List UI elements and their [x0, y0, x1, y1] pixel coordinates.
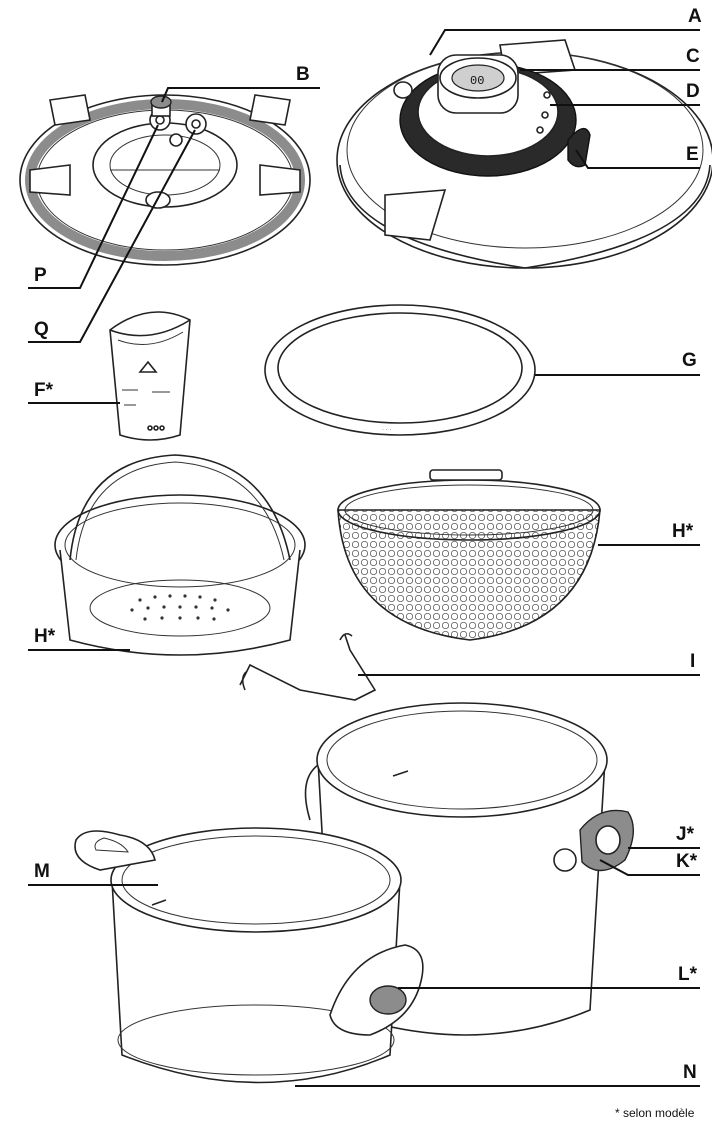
- label-b: B: [296, 64, 310, 85]
- label-e: E: [686, 144, 699, 165]
- label-h-left: H*: [34, 626, 56, 647]
- label-d: D: [686, 81, 700, 102]
- svg-text:· · ·: · · ·: [382, 427, 391, 433]
- label-g: G: [682, 350, 697, 371]
- lid-underside: [19, 94, 311, 266]
- label-a: A: [688, 6, 702, 27]
- label-n: N: [683, 1062, 697, 1083]
- display-reading: 00: [470, 74, 484, 88]
- mesh-basket: [337, 469, 601, 641]
- label-f: F*: [34, 380, 54, 401]
- label-l: L*: [678, 964, 698, 985]
- label-i: I: [690, 651, 695, 672]
- footnote: * selon modèle: [615, 1106, 695, 1120]
- steam-basket: [54, 454, 306, 656]
- leader-lines: [28, 29, 700, 1087]
- label-k: K*: [676, 851, 698, 872]
- measuring-cup: [109, 311, 191, 441]
- wire-trivet: [239, 632, 377, 701]
- sealing-gasket: · · ·: [264, 304, 536, 436]
- cooking-pot: [74, 827, 424, 1084]
- label-p: P: [34, 265, 47, 286]
- label-q: Q: [34, 319, 49, 340]
- label-m: M: [34, 861, 50, 882]
- lid-top: 00: [336, 39, 712, 269]
- label-j: J*: [676, 824, 695, 845]
- label-c: C: [686, 46, 700, 67]
- label-h-right: H*: [672, 521, 694, 542]
